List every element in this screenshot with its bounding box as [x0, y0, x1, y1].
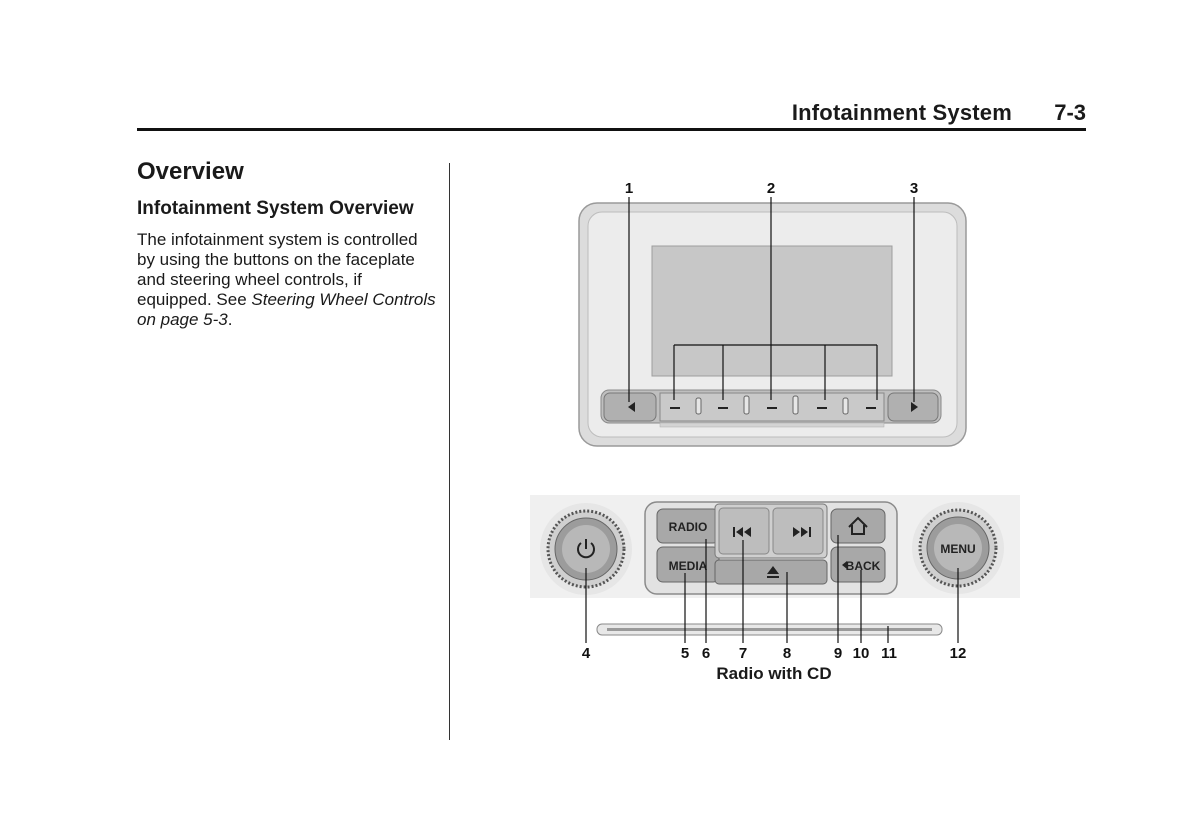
- callout-10: 10: [853, 645, 870, 662]
- callout-9: 9: [834, 645, 842, 662]
- radio-faceplate: MENU RADIO MEDIA BACK: [530, 495, 1020, 636]
- callout-4: 4: [582, 645, 591, 662]
- back-arrow-icon: [842, 561, 847, 569]
- callout-11: 11: [881, 645, 897, 662]
- top-leader-lines: [628, 197, 915, 402]
- home-button[interactable]: [830, 508, 886, 544]
- power-icon: [577, 539, 595, 559]
- paragraph-text: The infotainment system is controlled by…: [137, 230, 418, 309]
- softkey-separators: [695, 395, 849, 415]
- callout-7: 7: [739, 645, 747, 662]
- callout-5: 5: [681, 645, 689, 662]
- callout-12: 12: [950, 645, 967, 662]
- subsection-title: Infotainment System Overview: [137, 198, 414, 219]
- display-screen: [651, 245, 893, 377]
- home-icon: [848, 516, 868, 535]
- header-rule: [137, 128, 1086, 131]
- callout-3: 3: [910, 180, 918, 197]
- body-paragraph: The infotainment system is controlled by…: [137, 230, 437, 330]
- bottom-leader-lines: [585, 535, 959, 643]
- cross-reference-link[interactable]: Steering Wheel Controls on page 5-3: [137, 290, 436, 329]
- radio-label: RADIO: [669, 520, 708, 534]
- left-arrow-icon: [628, 402, 635, 412]
- header-page-number: 7-3: [1054, 100, 1086, 125]
- seek-forward-icon: [793, 527, 811, 537]
- media-label: MEDIA: [669, 559, 708, 573]
- eject-icon: [767, 566, 779, 578]
- back-button[interactable]: [830, 546, 886, 583]
- callout-8: 8: [783, 645, 791, 662]
- seek-back-button[interactable]: [718, 507, 770, 555]
- seek-back-icon: [733, 527, 751, 537]
- display-unit: [578, 202, 967, 447]
- back-label: BACK: [846, 559, 881, 573]
- callout-1: 1: [625, 180, 633, 197]
- column-divider: [449, 163, 450, 740]
- header-section-title: Infotainment System: [791, 100, 1012, 125]
- figure-caption: Radio with CD: [716, 664, 832, 683]
- menu-label: MENU: [940, 542, 975, 556]
- right-arrow-icon: [911, 402, 918, 412]
- callout-6: 6: [702, 645, 710, 662]
- callout-2: 2: [767, 180, 775, 197]
- section-title: Overview: [137, 158, 244, 185]
- paragraph-end: .: [227, 310, 233, 329]
